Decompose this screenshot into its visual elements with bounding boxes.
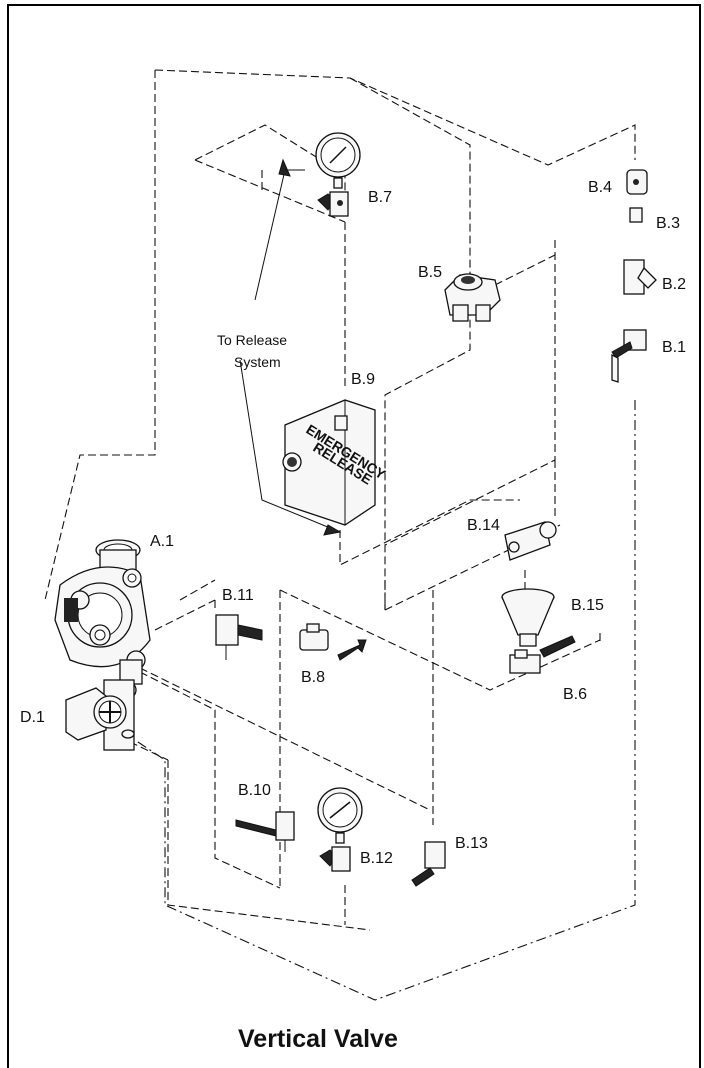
emergency-release-box: EMERGENCY RELEASE <box>282 399 389 526</box>
check-valve-icon <box>626 169 648 195</box>
label-b6: B.6 <box>563 686 587 703</box>
label-b14: B.14 <box>467 517 500 534</box>
label-b15: B.15 <box>571 597 604 614</box>
strainer-icon <box>623 259 657 295</box>
label-b7: B.7 <box>368 189 392 206</box>
pressure-gauge-icon <box>315 132 361 217</box>
piping-lines <box>44 69 636 1001</box>
diagram-title: Vertical Valve <box>238 1025 398 1053</box>
ball-valve-icon <box>611 329 647 383</box>
label-b8: B.8 <box>301 669 325 686</box>
pilot-valve-icon <box>444 273 501 322</box>
ball-valve-b11-icon <box>215 614 263 660</box>
drip-check-icon <box>504 521 557 561</box>
main-valve-icon <box>54 539 151 751</box>
release-arrows <box>239 158 342 536</box>
drain-funnel-icon <box>501 588 555 647</box>
part-labels: A.1 B.1 B.2 B.3 B.4 B.5 B.6 B.7 B.8 B.9 … <box>20 179 686 867</box>
label-b13: B.13 <box>455 835 488 852</box>
ball-valve-b10-icon <box>235 811 295 852</box>
label-b5: B.5 <box>418 264 442 281</box>
page-frame <box>7 4 701 1068</box>
note-line-2: System <box>234 354 281 370</box>
label-b1: B.1 <box>662 339 686 356</box>
label-b4: B.4 <box>588 179 612 196</box>
note-line-1: To Release <box>217 332 287 348</box>
fitting-icon <box>629 207 643 223</box>
label-b3: B.3 <box>656 215 680 232</box>
label-b10: B.10 <box>238 782 271 799</box>
label-a1: A.1 <box>150 533 174 550</box>
ball-valve-b13-icon <box>411 841 446 887</box>
label-d1: D.1 <box>20 709 45 726</box>
label-b9: B.9 <box>351 371 375 388</box>
label-b11: B.11 <box>222 587 254 604</box>
label-b2: B.2 <box>662 276 686 293</box>
check-valve-b8-icon <box>299 623 367 661</box>
pressure-gauge-bottom-icon <box>317 787 363 872</box>
drain-ball-valve-icon <box>509 635 576 674</box>
label-b12: B.12 <box>360 850 393 867</box>
